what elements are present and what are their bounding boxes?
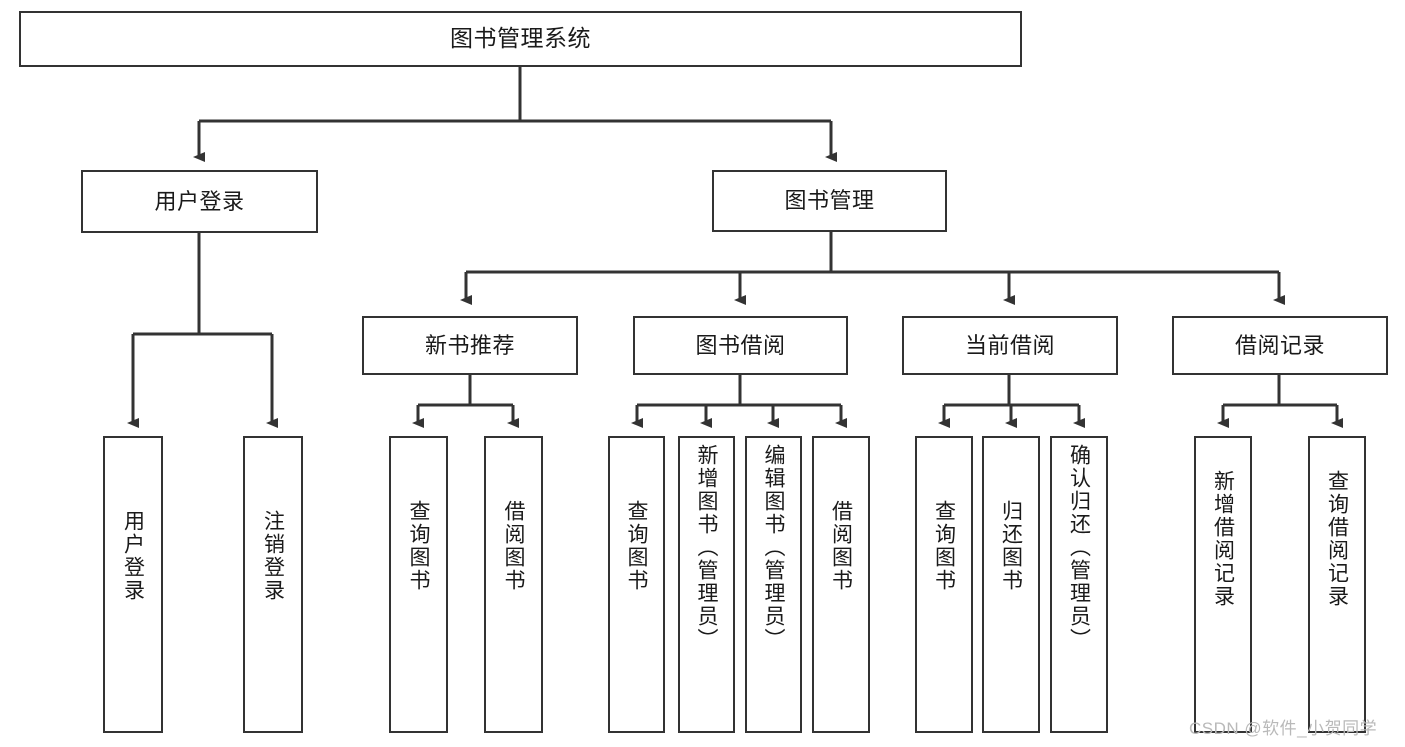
leaf-current-borrow-query-book[interactable]: 查询图书: [915, 436, 973, 733]
node-label: 新增借阅记录: [1211, 470, 1235, 608]
node-borrowing-record[interactable]: 借阅记录: [1172, 316, 1388, 375]
node-label: 编辑图书（管理员）: [762, 444, 785, 651]
node-root-book-management-system[interactable]: 图书管理系统: [19, 11, 1022, 67]
node-label: 确认归还（管理员）: [1067, 444, 1091, 651]
leaf-new-book-borrow-book[interactable]: 借阅图书: [484, 436, 543, 733]
node-book-borrowing[interactable]: 图书借阅: [633, 316, 848, 375]
node-user-login[interactable]: 用户登录: [81, 170, 318, 233]
leaf-borrow-record-add-record[interactable]: 新增借阅记录: [1194, 436, 1252, 733]
leaf-current-borrow-confirm-return-admin[interactable]: 确认归还（管理员）: [1050, 436, 1108, 733]
node-label: 借阅记录: [1234, 332, 1325, 358]
csdn-watermark: CSDN @软件_小贺同学: [1189, 719, 1378, 738]
node-label: 借阅图书: [502, 500, 525, 592]
node-label: 图书借阅: [695, 332, 786, 358]
node-current-borrowing[interactable]: 当前借阅: [902, 316, 1118, 375]
leaf-borrow-record-query-record[interactable]: 查询借阅记录: [1308, 436, 1366, 733]
leaf-user-login-login[interactable]: 用户登录: [103, 436, 163, 733]
node-label: 图书管理: [784, 188, 875, 214]
node-label: 查询图书: [932, 500, 956, 592]
node-label: 新书推荐: [424, 332, 515, 358]
node-label: 借阅图书: [829, 500, 853, 592]
node-label: 用户登录: [121, 510, 145, 602]
node-label: 查询图书: [625, 500, 648, 592]
leaf-book-borrow-query-book[interactable]: 查询图书: [608, 436, 665, 733]
node-label: 当前借阅: [964, 332, 1055, 358]
node-label: 查询借阅记录: [1325, 470, 1349, 608]
leaf-current-borrow-return-book[interactable]: 归还图书: [982, 436, 1040, 733]
leaf-new-book-query-book[interactable]: 查询图书: [389, 436, 448, 733]
leaf-book-borrow-borrow-book[interactable]: 借阅图书: [812, 436, 870, 733]
leaf-book-borrow-add-book-admin[interactable]: 新增图书（管理员）: [678, 436, 735, 733]
node-label: 图书管理系统: [450, 25, 591, 52]
node-label: 注销登录: [261, 510, 285, 602]
node-book-management[interactable]: 图书管理: [712, 170, 947, 232]
node-label: 新增图书（管理员）: [695, 444, 718, 651]
node-label: 查询图书: [407, 500, 430, 592]
node-label: 用户登录: [154, 188, 245, 214]
node-new-book-recommendation[interactable]: 新书推荐: [362, 316, 578, 375]
leaf-user-login-logout[interactable]: 注销登录: [243, 436, 303, 733]
leaf-book-borrow-edit-book-admin[interactable]: 编辑图书（管理员）: [745, 436, 802, 733]
node-label: 归还图书: [999, 500, 1023, 592]
